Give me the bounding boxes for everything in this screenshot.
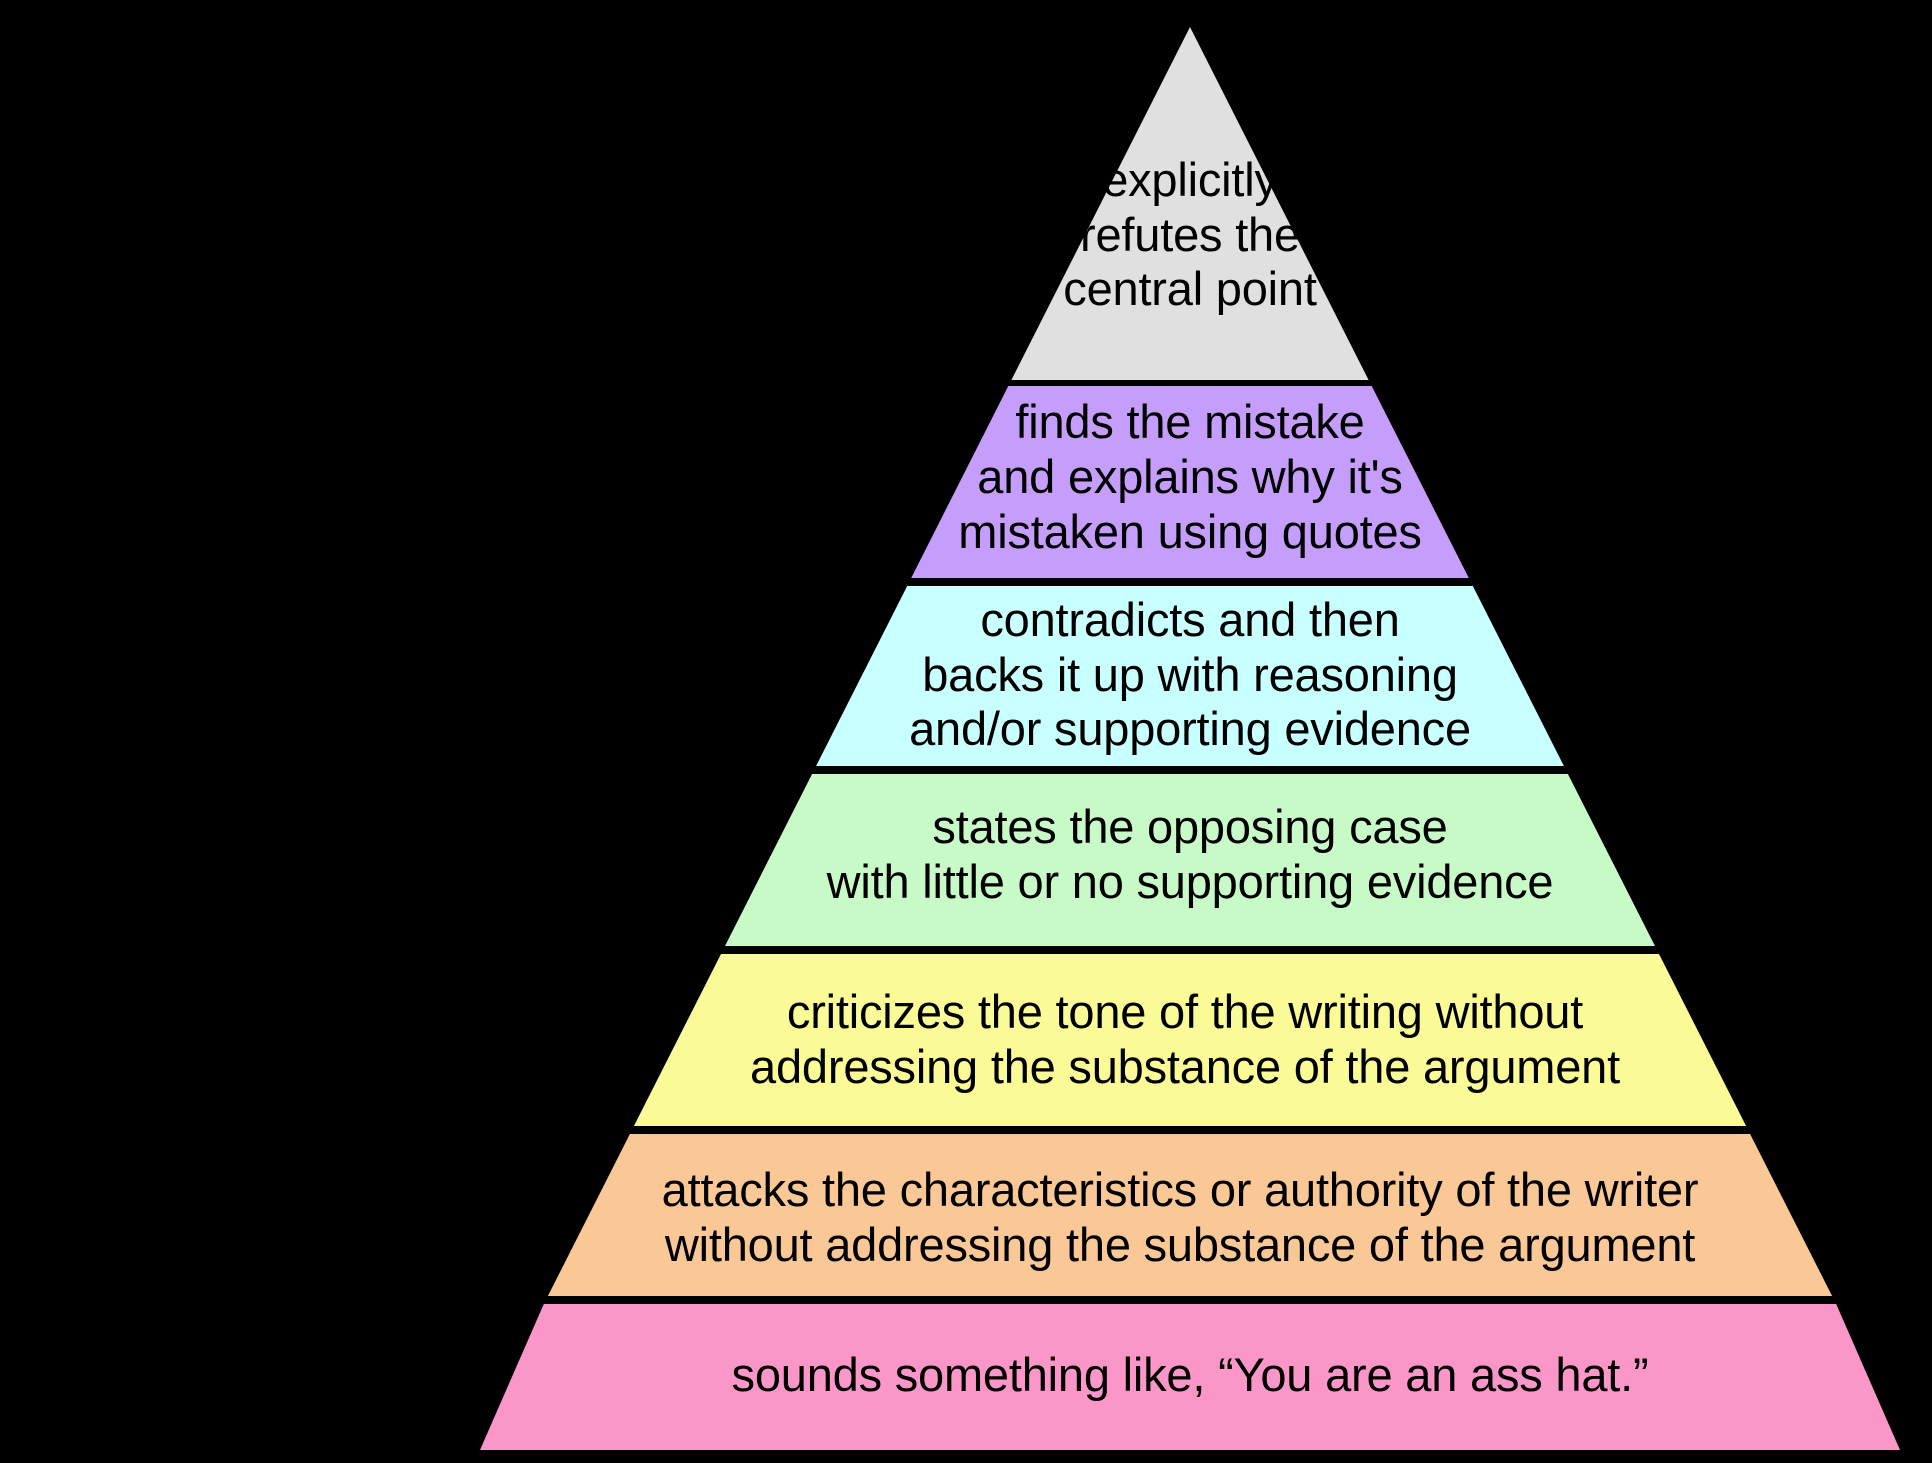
- tier-shape-level-1: [480, 1304, 1900, 1450]
- tier-shape-level-4: [725, 774, 1655, 946]
- tier-shape-level-5: [816, 586, 1564, 766]
- tier-shape-level-2: [547, 1134, 1833, 1296]
- tier-shape-level-3: [633, 954, 1747, 1126]
- tier-shape-level-6: [911, 386, 1469, 578]
- tier-shape-level-7: [1011, 27, 1369, 380]
